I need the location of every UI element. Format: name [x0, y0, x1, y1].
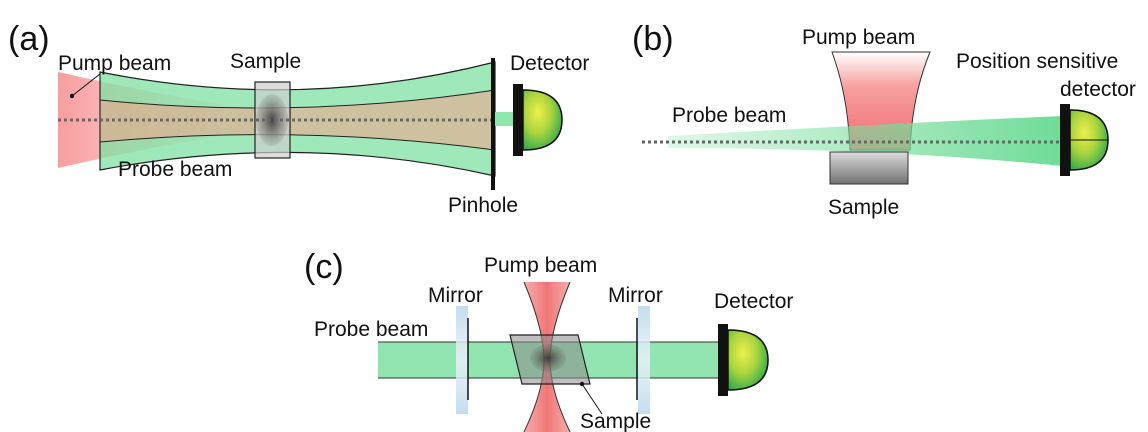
panel-a-label: (a)	[8, 20, 50, 58]
label-detector-b-line2: detector	[1060, 78, 1136, 101]
sample-b	[829, 151, 909, 185]
panel-c-label: (c)	[304, 248, 344, 286]
mirror-right-c	[636, 306, 650, 414]
detector-c	[718, 324, 769, 396]
label-mirror-right-c: Mirror	[608, 284, 663, 307]
label-pinhole-a: Pinhole	[448, 194, 518, 217]
transmitted-beam-a	[495, 112, 517, 126]
sample-c-spot	[530, 344, 566, 372]
pump-beam-a-pointer-dot	[69, 93, 75, 99]
label-probe-beam-b: Probe beam	[672, 104, 786, 127]
panel-b-label: (b)	[632, 20, 674, 58]
label-sample-b: Sample	[828, 196, 899, 219]
position-sensitive-detector-b	[1060, 104, 1109, 176]
label-detector-c: Detector	[714, 290, 793, 313]
label-pump-beam-a: Pump beam	[58, 52, 171, 75]
mirror-left-c	[456, 306, 469, 414]
panel-c: (c) Pump beam Mirror Mirror	[304, 248, 793, 432]
label-pump-beam-c: Pump beam	[484, 254, 597, 277]
sample-a-spot	[256, 94, 288, 146]
label-pump-beam-b: Pump beam	[802, 26, 915, 49]
label-sample-a: Sample	[230, 50, 301, 73]
panel-b: (b) Pump beam Probe beam Position sensit…	[632, 20, 1136, 219]
label-probe-beam-a: Probe beam	[118, 158, 232, 181]
sample-c-pointer	[581, 383, 603, 415]
label-detector-b-line1: Position sensitive	[956, 50, 1118, 73]
pinhole-a	[491, 58, 495, 190]
label-sample-c: Sample	[580, 410, 651, 432]
pump-beam-a-pointer	[71, 73, 101, 97]
label-detector-a: Detector	[510, 52, 589, 75]
label-probe-beam-c: Probe beam	[314, 318, 428, 341]
label-mirror-left-c: Mirror	[428, 284, 483, 307]
detector-a	[513, 84, 563, 156]
sample-c-pointer-dot	[579, 381, 585, 387]
panel-a: (a) Pump beam Sample Detector Probe beam…	[8, 20, 589, 217]
